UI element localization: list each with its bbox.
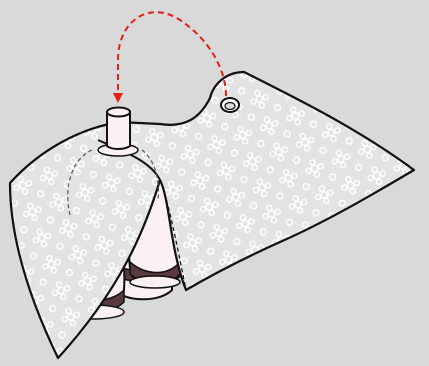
fabric-hole-icon bbox=[221, 98, 239, 112]
